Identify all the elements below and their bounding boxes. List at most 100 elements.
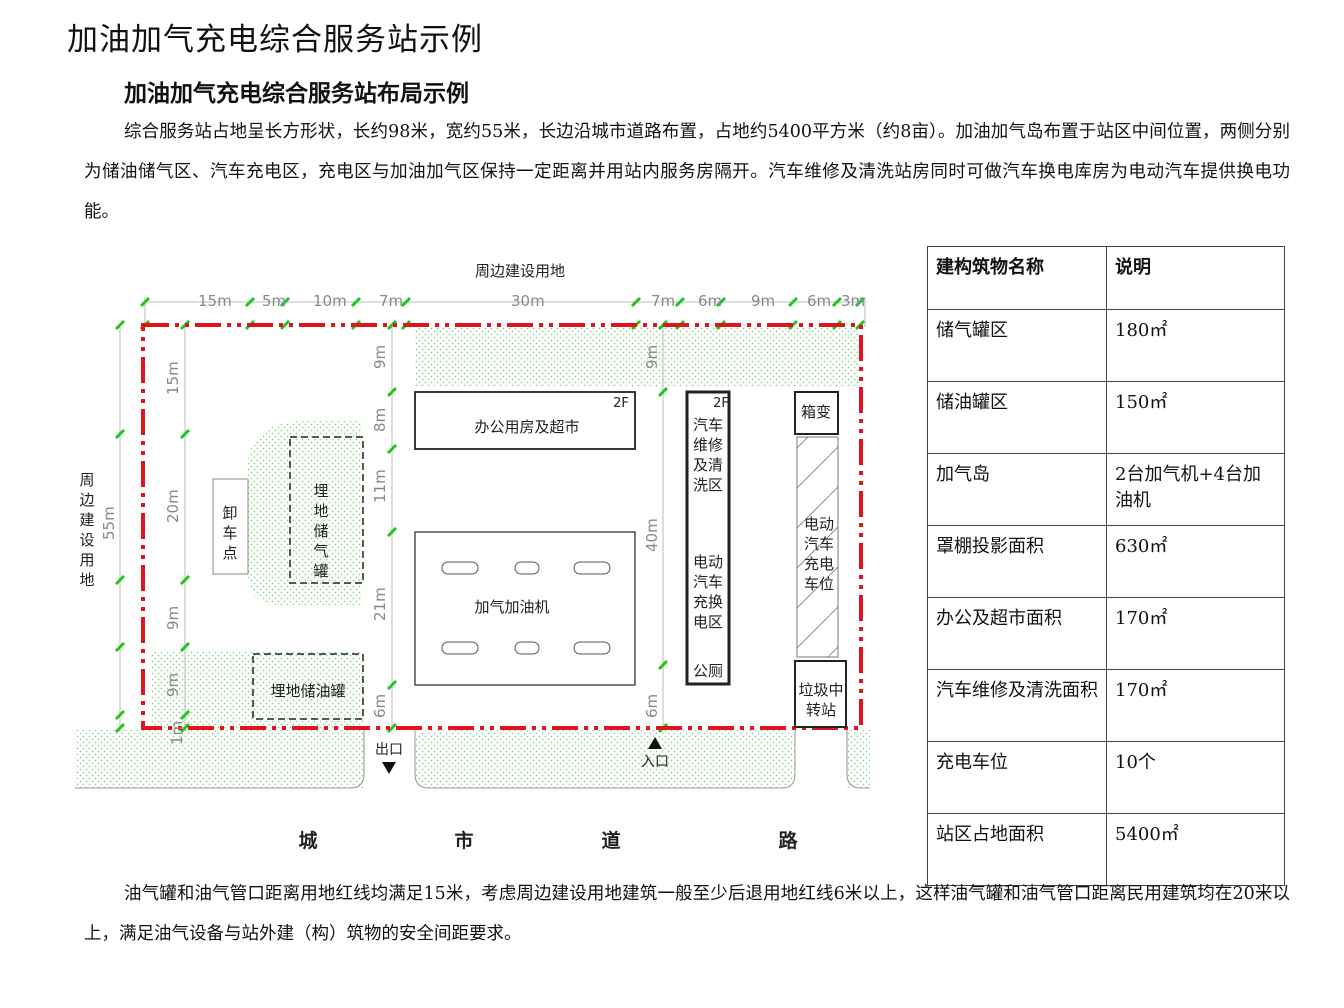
gas-tank-green [248, 421, 362, 605]
mid-dim-label: 11m [371, 469, 389, 503]
sidewalk-green-right [846, 730, 870, 788]
top-dim-label: 15m [198, 292, 232, 310]
office-label: 办公用房及超市 [474, 418, 579, 436]
dimension-tick [114, 574, 126, 586]
green-belt-top [415, 327, 860, 387]
repair-floors: 2F [713, 396, 729, 411]
table-cell-desc: 10个 [1106, 741, 1285, 814]
green-areas [75, 327, 870, 788]
unloading-char: 点 [222, 544, 237, 562]
table-cell-name: 罩棚投影面积 [927, 525, 1107, 598]
site-boundary [141, 323, 863, 730]
top-dim-label: 5m [262, 292, 286, 310]
table-header-row: 建构筑物名称 说明 [927, 246, 1285, 310]
left-land-char: 用 [79, 551, 94, 569]
table-cell-name: 加气岛 [927, 453, 1107, 526]
svg-text:箱变: 箱变 [801, 403, 831, 421]
dimension-tick [386, 443, 398, 455]
left-dim-label: 9m [164, 673, 182, 697]
dimension-tick [674, 296, 686, 308]
swap-line: 电动 [693, 553, 723, 571]
table-cell-name: 站区占地面积 [927, 813, 1107, 886]
top-land-label: 周边建设用地 [475, 262, 565, 280]
table-cell-name: 储气罐区 [927, 309, 1107, 382]
table-cell-desc: 170㎡ [1106, 669, 1285, 742]
dimension-tick [114, 709, 126, 721]
dimension-tick [854, 296, 866, 308]
left-land-char: 地 [79, 571, 94, 589]
left-dim-label: 1m [168, 721, 186, 745]
fuel-dispenser-icon [514, 561, 540, 575]
transformer: 箱变 [794, 391, 839, 435]
table-cell-name: 汽车维修及清洗面积 [927, 669, 1107, 742]
top-dim-label: 9m [751, 292, 775, 310]
left-land-char: 设 [79, 531, 94, 549]
gas-tank-char: 气 [313, 542, 328, 560]
swap-line: 充换 [693, 593, 723, 611]
table-header-name: 建构筑物名称 [927, 246, 1107, 310]
repair-line: 维修 [693, 436, 723, 454]
dimension-tick [139, 296, 151, 308]
dimension-tick [244, 296, 256, 308]
conclusion-paragraph: 油气罐和油气管口距离用地红线均满足15米，考虑周边建设用地建筑一般至少后退用地红… [84, 874, 1290, 954]
dimension-tick [386, 679, 398, 691]
left-land-char: 周 [79, 471, 94, 489]
top-dim-label: 6m [698, 292, 722, 310]
top-dim-label: 6m [807, 292, 831, 310]
fuel-dispenser-icon [441, 561, 479, 575]
fuel-dispenser-icon [441, 641, 479, 655]
conclusion-text: 油气罐和油气管口距离用地红线均满足15米，考虑周边建设用地建筑一般至少后退用地红… [84, 884, 1290, 944]
mid-dim-label: 9m [643, 345, 661, 369]
repair-line: 汽车 [693, 416, 723, 434]
curb-right [846, 730, 870, 789]
dimension-tick [400, 296, 412, 308]
top-dim-label: 10m [313, 292, 347, 310]
vertical-dimensions: 15m 20m 9m 9m 1m 55m 9m 8m 11m 21m 6m 9m… [100, 345, 661, 745]
road-curbs [75, 730, 870, 789]
unloading-point: 卸车点 [212, 478, 249, 575]
dimension-tick [279, 319, 291, 331]
table-header-desc: 说明 [1106, 246, 1285, 310]
dimension-tick [279, 296, 291, 308]
dimension-tick [179, 722, 191, 734]
left-land-label: 周边建设用地 [79, 471, 94, 589]
intro-paragraph: 综合服务站占地呈长方形状，长约98米，宽约55米，长边沿城市道路布置，占地约54… [84, 112, 1290, 232]
dimension-tick [114, 641, 126, 653]
svg-text:市: 市 [454, 829, 473, 852]
dimension-tick [630, 296, 642, 308]
dimension-tick [114, 722, 126, 734]
section-subtitle: 加油加气充电综合服务站布局示例 [124, 81, 469, 107]
dimension-tick [179, 574, 191, 586]
swap-line: 汽车 [693, 573, 723, 591]
repair-line: 及清 [693, 456, 723, 474]
sidewalk-green-left [75, 730, 365, 788]
garbage-line: 垃圾中 [798, 681, 843, 699]
svg-text:道: 道 [601, 829, 620, 852]
dimension-tick [715, 296, 727, 308]
fuel-dispenser-icon [573, 641, 611, 655]
page-title: 加油加气充电综合服务站示例 [67, 22, 483, 58]
fuel-dispenser-icon [573, 561, 611, 575]
dimension-tick [657, 386, 669, 398]
dimension-tick [386, 386, 398, 398]
dimension-tick [386, 722, 398, 734]
fuel-island: 加气加油机 [414, 531, 636, 686]
intro-text: 综合服务站占地呈长方形状，长约98米，宽约55米，长边沿城市道路布置，占地约54… [84, 122, 1290, 222]
ev-parking-line: 车位 [804, 575, 834, 593]
top-dimensions: 15m 5m 10m 7m 30m 7m 6m 9m 6m 3m [198, 292, 865, 310]
top-dim-label: 7m [651, 292, 675, 310]
oil-tank: 埋地储油罐 [252, 653, 364, 720]
svg-text:路: 路 [778, 829, 798, 852]
table-cell-desc: 150㎡ [1106, 381, 1285, 454]
